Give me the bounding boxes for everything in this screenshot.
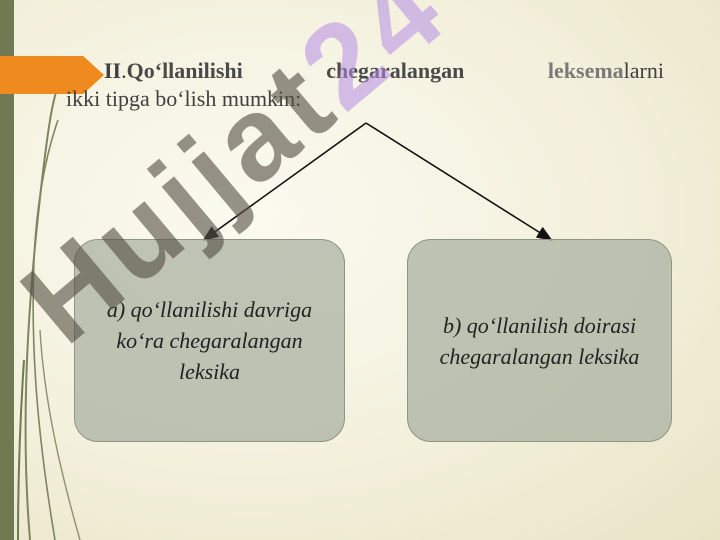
heading-dot: . bbox=[121, 58, 127, 83]
accent-arrow-shape bbox=[0, 56, 104, 94]
heading-part-3: leksemalarni bbox=[548, 57, 664, 85]
category-box-b-text: b) qo‘llanilish doirasi chegaralangan le… bbox=[439, 312, 640, 369]
heading-word-3-bold: leksema bbox=[547, 58, 624, 83]
arrow-right bbox=[365, 122, 553, 241]
category-box-b: b) qo‘llanilish doirasi chegaralangan le… bbox=[407, 239, 672, 442]
roman-numeral: II bbox=[104, 58, 122, 83]
vine-decoration bbox=[17, 79, 81, 540]
arrow-left bbox=[202, 122, 367, 241]
left-decor-bar bbox=[0, 0, 14, 540]
category-box-a: a) qo‘llanilishi davriga ko‘ra chegarala… bbox=[74, 239, 345, 442]
heading-line-2: ikki tipga bo‘lish mumkin: bbox=[66, 86, 302, 111]
slide-heading: II.Qo‘llanilishi chegaralangan leksemala… bbox=[66, 57, 664, 113]
heading-word-2: chegaralangan bbox=[326, 58, 465, 83]
heading-line-1: II.Qo‘llanilishi chegaralangan leksemala… bbox=[66, 57, 664, 85]
heading-word-3-rest: larni bbox=[623, 58, 664, 83]
heading-part-1: II.Qo‘llanilishi bbox=[104, 57, 243, 85]
category-box-a-text: a) qo‘llanilishi davriga ko‘ra chegarala… bbox=[106, 297, 313, 384]
heading-word-1: Qo‘llanilishi bbox=[126, 58, 243, 83]
